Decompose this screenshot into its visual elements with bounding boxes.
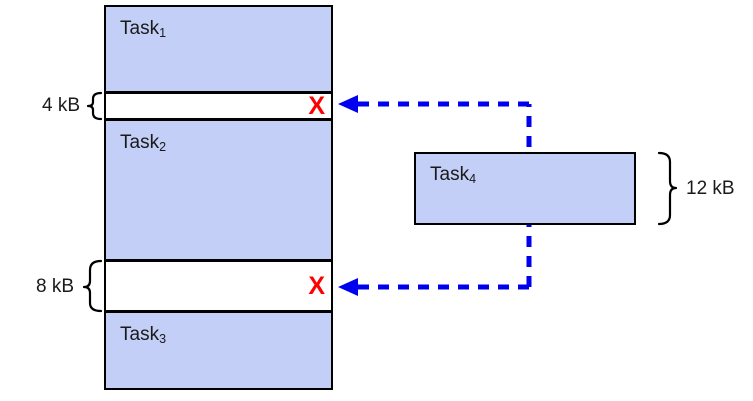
arrowhead-4kb [338, 95, 358, 113]
brace-8kb [82, 259, 103, 313]
memory-block-task1: Task1 [104, 5, 333, 93]
memory-gap-8kb: X [104, 260, 333, 312]
memory-block-task1-label: Task1 [120, 18, 167, 41]
memory-block-task2-label: Task2 [120, 132, 167, 155]
incoming-task4-label: Task4 [430, 164, 477, 187]
x-mark-4kb-icon: X [308, 92, 325, 120]
brace-12kb [657, 151, 678, 226]
memory-block-task3: Task3 [104, 311, 333, 390]
incoming-task4-block: Task4 [414, 152, 636, 225]
memory-block-task2: Task2 [104, 119, 333, 261]
memory-block-task3-label: Task3 [120, 324, 167, 347]
brace-4kb [86, 91, 103, 121]
incoming-task4-size-label: 12 kB [686, 178, 735, 199]
arrowhead-8kb [338, 278, 358, 296]
x-mark-8kb-icon: X [308, 272, 325, 300]
gap-size-label-8kb: 8 kB [35, 276, 74, 297]
gap-size-label-4kb: 4 kB [41, 95, 80, 116]
memory-gap-4kb: X [104, 92, 333, 120]
